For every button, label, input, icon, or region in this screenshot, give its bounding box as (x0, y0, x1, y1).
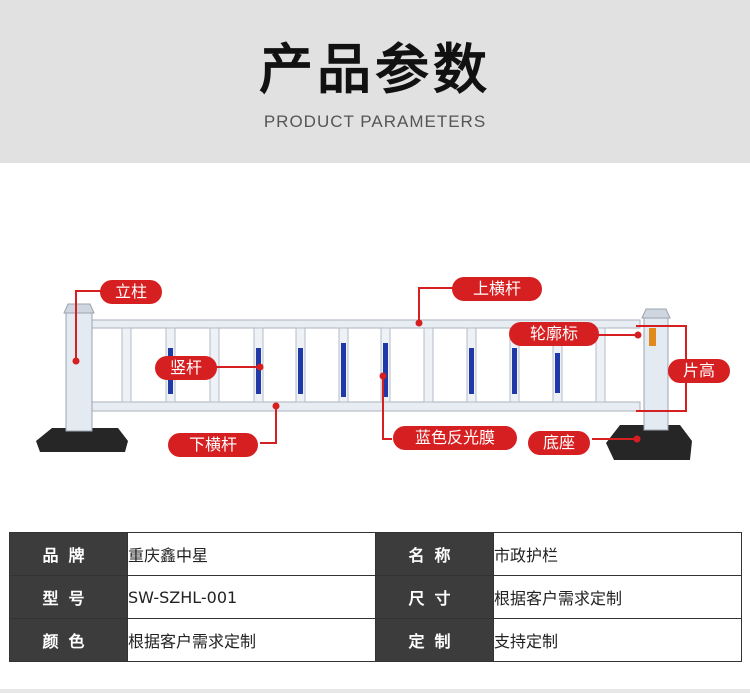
param-key: 定制 (375, 618, 494, 662)
param-key: 尺寸 (375, 575, 494, 619)
table-row: 型号 SW-SZHL-001 尺寸 根据客户需求定制 (9, 575, 742, 619)
label-panel-height: 片高 (668, 359, 730, 383)
page-title: 产品参数 (259, 38, 491, 101)
param-value: 根据客户需求定制 (493, 575, 742, 619)
product-parameters-table: 品牌 重庆鑫中星 名称 市政护栏 型号 SW-SZHL-001 尺寸 根据客户需… (9, 532, 742, 662)
table-row: 品牌 重庆鑫中星 名称 市政护栏 (9, 532, 742, 576)
bottom-rail (91, 401, 641, 412)
label-post: 立柱 (100, 280, 162, 304)
param-key: 颜色 (9, 618, 128, 662)
right-base (606, 425, 692, 460)
left-post-cap (63, 303, 95, 314)
right-post-cap (641, 308, 671, 319)
param-key: 型号 (9, 575, 128, 619)
param-value: SW-SZHL-001 (127, 575, 376, 619)
label-base: 底座 (528, 431, 590, 455)
param-value: 根据客户需求定制 (127, 618, 376, 662)
label-reflective-film: 蓝色反光膜 (393, 426, 517, 450)
param-value: 支持定制 (493, 618, 742, 662)
table-row: 颜色 根据客户需求定制 定制 支持定制 (9, 618, 742, 662)
bottom-divider (0, 689, 750, 693)
label-delineator: 轮廓标 (509, 322, 599, 346)
page-subtitle: PRODUCT PARAMETERS (263, 112, 487, 131)
param-key: 名称 (375, 532, 494, 576)
delineator-marker (649, 328, 656, 346)
guardrail-illustration (36, 287, 692, 460)
guardrail-diagram: 立柱 上横杆 轮廓标 片高 竖杆 下横杆 蓝色反光膜 底座 (0, 163, 750, 523)
header-banner: 产品参数 PRODUCT PARAMETERS (0, 0, 750, 163)
param-key: 品牌 (9, 532, 128, 576)
left-base (36, 428, 128, 452)
param-value: 重庆鑫中星 (127, 532, 376, 576)
label-vertical-bar: 竖杆 (155, 356, 217, 380)
param-value: 市政护栏 (493, 532, 742, 576)
label-top-rail: 上横杆 (452, 277, 542, 301)
label-bottom-rail: 下横杆 (168, 433, 258, 457)
left-post (65, 312, 93, 432)
reflective-strips (168, 343, 560, 397)
